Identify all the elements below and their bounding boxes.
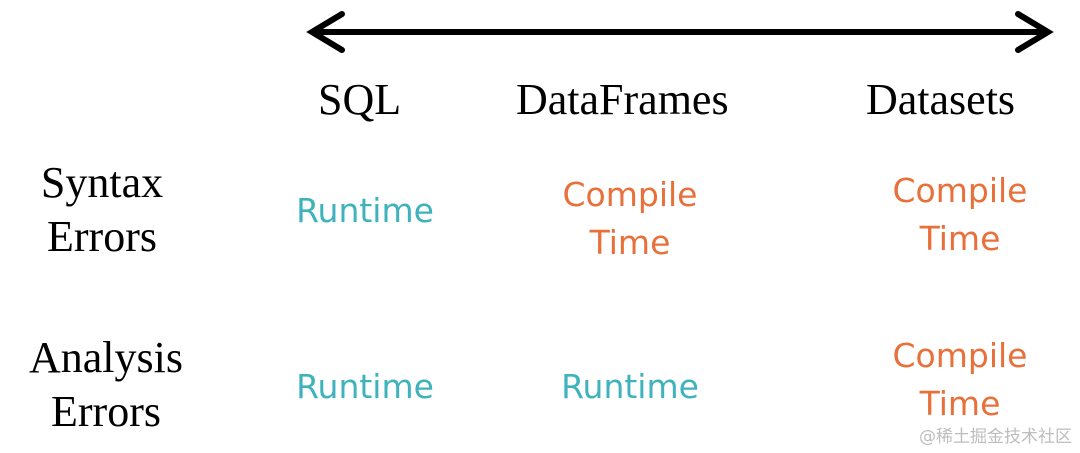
row-header-syntax-line2: Errors bbox=[47, 212, 157, 261]
cell-analysis-dataframes-text: Runtime bbox=[561, 367, 699, 406]
column-header-sql: SQL bbox=[318, 75, 402, 124]
watermark: @稀土掘金技术社区 bbox=[919, 427, 1072, 447]
cell-syntax-sql: Runtime bbox=[245, 187, 485, 235]
cell-syntax-dataframes: Compile Time bbox=[510, 171, 750, 267]
row-header-syntax-line1: Syntax bbox=[40, 158, 164, 207]
row-header-syntax-errors: Syntax Errors bbox=[0, 156, 212, 264]
cell-syntax-datasets-line2: Time bbox=[919, 219, 1001, 258]
cell-analysis-datasets-line2: Time bbox=[919, 384, 1001, 423]
row-header-analysis-errors: Analysis Errors bbox=[0, 331, 216, 439]
cell-analysis-datasets-line1: Compile bbox=[892, 336, 1028, 375]
cell-syntax-dataframes-line2: Time bbox=[589, 223, 671, 262]
cell-syntax-datasets-line1: Compile bbox=[892, 171, 1028, 210]
cell-analysis-dataframes: Runtime bbox=[510, 363, 750, 411]
column-header-datasets: Datasets bbox=[866, 75, 1016, 124]
cell-syntax-dataframes-line1: Compile bbox=[562, 175, 698, 214]
row-header-analysis-line2: Errors bbox=[51, 387, 161, 436]
row-header-analysis-line1: Analysis bbox=[29, 333, 183, 382]
cell-syntax-datasets: Compile Time bbox=[840, 167, 1080, 263]
cell-analysis-sql: Runtime bbox=[245, 363, 485, 411]
cell-syntax-sql-text: Runtime bbox=[296, 191, 434, 230]
column-header-dataframes: DataFrames bbox=[516, 75, 729, 124]
cell-analysis-datasets: Compile Time bbox=[840, 332, 1080, 428]
cell-analysis-sql-text: Runtime bbox=[296, 367, 434, 406]
double-headed-arrow bbox=[306, 11, 1054, 53]
